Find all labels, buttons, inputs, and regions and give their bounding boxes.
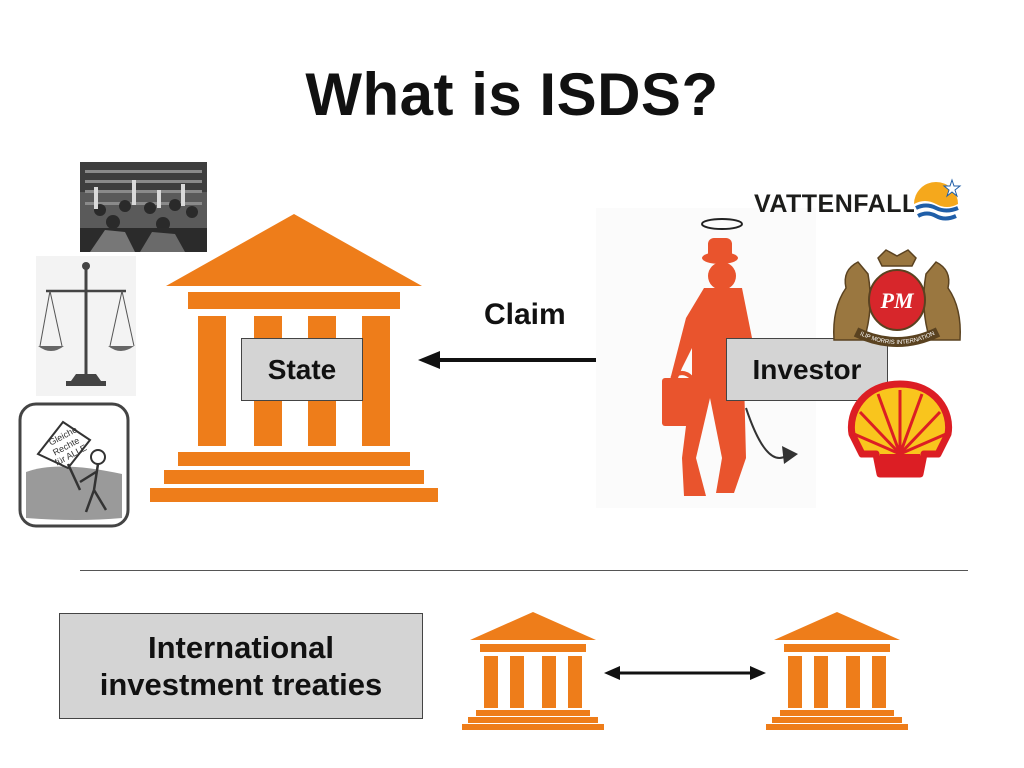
treaties-label-box: International investment treaties — [59, 613, 423, 719]
scales-of-justice-icon — [36, 256, 136, 396]
treaties-label-line2: investment treaties — [99, 667, 383, 702]
vattenfall-logo-text: VATTENFALL — [754, 190, 918, 218]
parliament-photo — [80, 162, 207, 252]
section-divider — [80, 570, 968, 571]
page-title: What is ISDS? — [305, 61, 719, 128]
claim-label: Claim — [484, 298, 566, 331]
treaty-state-building-left — [462, 612, 604, 730]
treaty-state-building-right — [766, 612, 908, 730]
state-building-icon — [150, 214, 438, 502]
philip-morris-logo: PM PHILIP MORRIS INTERNATIONAL — [826, 244, 961, 347]
investor-label-box: Investor — [726, 338, 888, 401]
treaties-label-line1: International — [147, 629, 334, 665]
treaty-double-arrow — [604, 666, 766, 680]
shell-logo-icon — [847, 380, 953, 478]
vattenfall-logo-icon — [914, 178, 962, 226]
protest-sign-cartoon: Gleiche Rechte für ALLE — [18, 402, 130, 528]
pm-monogram: PM — [880, 288, 915, 313]
claim-arrow — [418, 351, 624, 369]
state-label-box: State — [241, 338, 363, 401]
